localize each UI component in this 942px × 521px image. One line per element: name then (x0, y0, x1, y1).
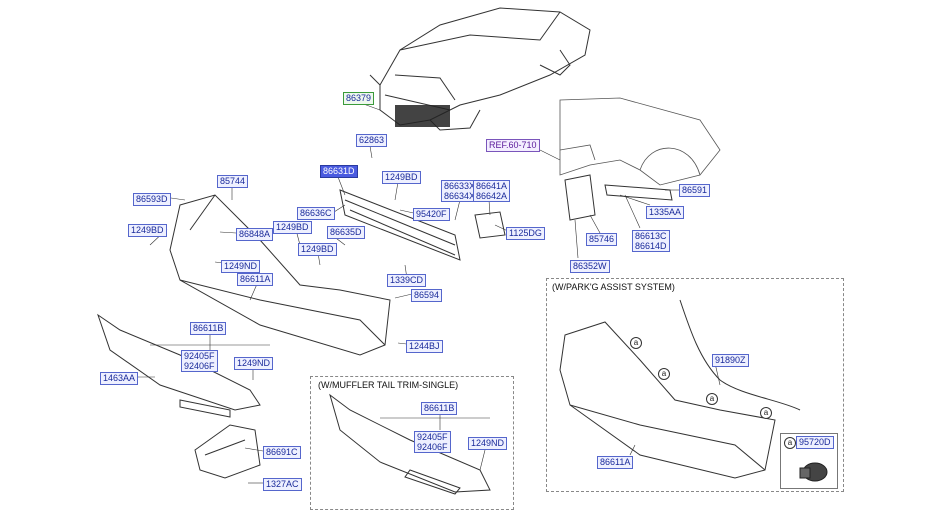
part-label-1244BJ[interactable]: 1244BJ (406, 340, 443, 353)
part-label-92405F-muffler-line1: 92405F (417, 432, 448, 442)
parking-sensor-illustration (799, 462, 828, 482)
part-label-86379[interactable]: 86379 (343, 92, 375, 105)
part-label-1249BD-top[interactable]: 1249BD (382, 171, 421, 184)
part-label-86352W[interactable]: 86352W (570, 260, 610, 273)
part-label-95720D[interactable]: 95720D (796, 436, 834, 449)
diffuser-illustration (97, 313, 261, 418)
part-label-86635D[interactable]: 86635D (327, 226, 365, 239)
part-label-ref-60-710[interactable]: REF.60-710 (486, 139, 540, 152)
marker-a: a (784, 437, 796, 449)
parking-bumper-illustration (559, 299, 801, 479)
part-label-1249BD-low[interactable]: 1249BD (298, 243, 337, 256)
part-label-1125DG[interactable]: 1125DG (506, 227, 545, 240)
marker-a: a (630, 337, 642, 349)
part-label-86641A-line2: 86642A (476, 191, 508, 201)
part-label-86633X-line1: 86633X (444, 181, 476, 191)
part-label-86613C-line1: 86613C (635, 231, 667, 241)
part-label-1339CD[interactable]: 1339CD (387, 274, 427, 287)
part-label-92405F-line1: 92405F (184, 351, 215, 361)
car-illustration (369, 7, 591, 131)
part-label-86593D[interactable]: 86593D (133, 193, 171, 206)
part-label-91890Z[interactable]: 91890Z (712, 354, 749, 367)
parking-assist-inset-box (546, 278, 844, 492)
part-label-1249ND-b[interactable]: 1249ND (234, 357, 274, 370)
part-label-86636C[interactable]: 86636C (297, 207, 335, 220)
part-label-86611A-parking[interactable]: 86611A (597, 456, 634, 469)
part-label-86613C-line2: 86614D (635, 241, 667, 251)
part-label-1249ND-muffler[interactable]: 1249ND (468, 437, 508, 450)
sensor-inset-box (780, 433, 838, 489)
part-label-1463AA[interactable]: 1463AA (100, 372, 139, 385)
marker-a: a (706, 393, 718, 405)
part-label-86631D[interactable]: 86631D (320, 165, 358, 178)
part-label-86611A[interactable]: 86611A (237, 273, 274, 286)
part-label-85746[interactable]: 85746 (586, 233, 618, 246)
part-label-1249ND-a[interactable]: 1249ND (221, 260, 261, 273)
muffler-diffuser-illustration (329, 393, 491, 495)
part-label-92405F-line2: 92406F (184, 361, 215, 371)
part-label-86594[interactable]: 86594 (411, 289, 443, 302)
under-cover-illustration (194, 424, 261, 479)
part-label-1249BD-mid[interactable]: 1249BD (273, 221, 312, 234)
part-label-86633X-line2: 86634X (444, 191, 476, 201)
part-label-1249BD-left[interactable]: 1249BD (128, 224, 167, 237)
muffler-trim-inset-box (310, 376, 514, 510)
parking-assist-inset-title: (W/PARK'G ASSIST SYSTEM) (552, 282, 675, 292)
side-brackets-illustration (474, 174, 673, 239)
part-label-1335AA[interactable]: 1335AA (646, 206, 685, 219)
part-label-1327AC[interactable]: 1327AC (263, 478, 302, 491)
marker-a: a (760, 407, 772, 419)
part-label-86848A[interactable]: 86848A (236, 228, 274, 241)
part-label-86641A-line1: 86641A (476, 181, 508, 191)
quarter-panel-illustration (559, 97, 721, 186)
part-label-86691C[interactable]: 86691C (263, 446, 301, 459)
part-label-95420F[interactable]: 95420F (413, 208, 450, 221)
part-label-92405F-muffler-line2: 92406F (417, 442, 448, 452)
part-label-86611B-muffler[interactable]: 86611B (421, 402, 458, 415)
part-label-86611B[interactable]: 86611B (190, 322, 227, 335)
part-label-62863[interactable]: 62863 (356, 134, 388, 147)
marker-a: a (658, 368, 670, 380)
muffler-trim-inset-title: (W/MUFFLER TAIL TRIM-SINGLE) (318, 380, 459, 390)
part-label-85744[interactable]: 85744 (217, 175, 249, 188)
part-label-86591[interactable]: 86591 (679, 184, 711, 197)
